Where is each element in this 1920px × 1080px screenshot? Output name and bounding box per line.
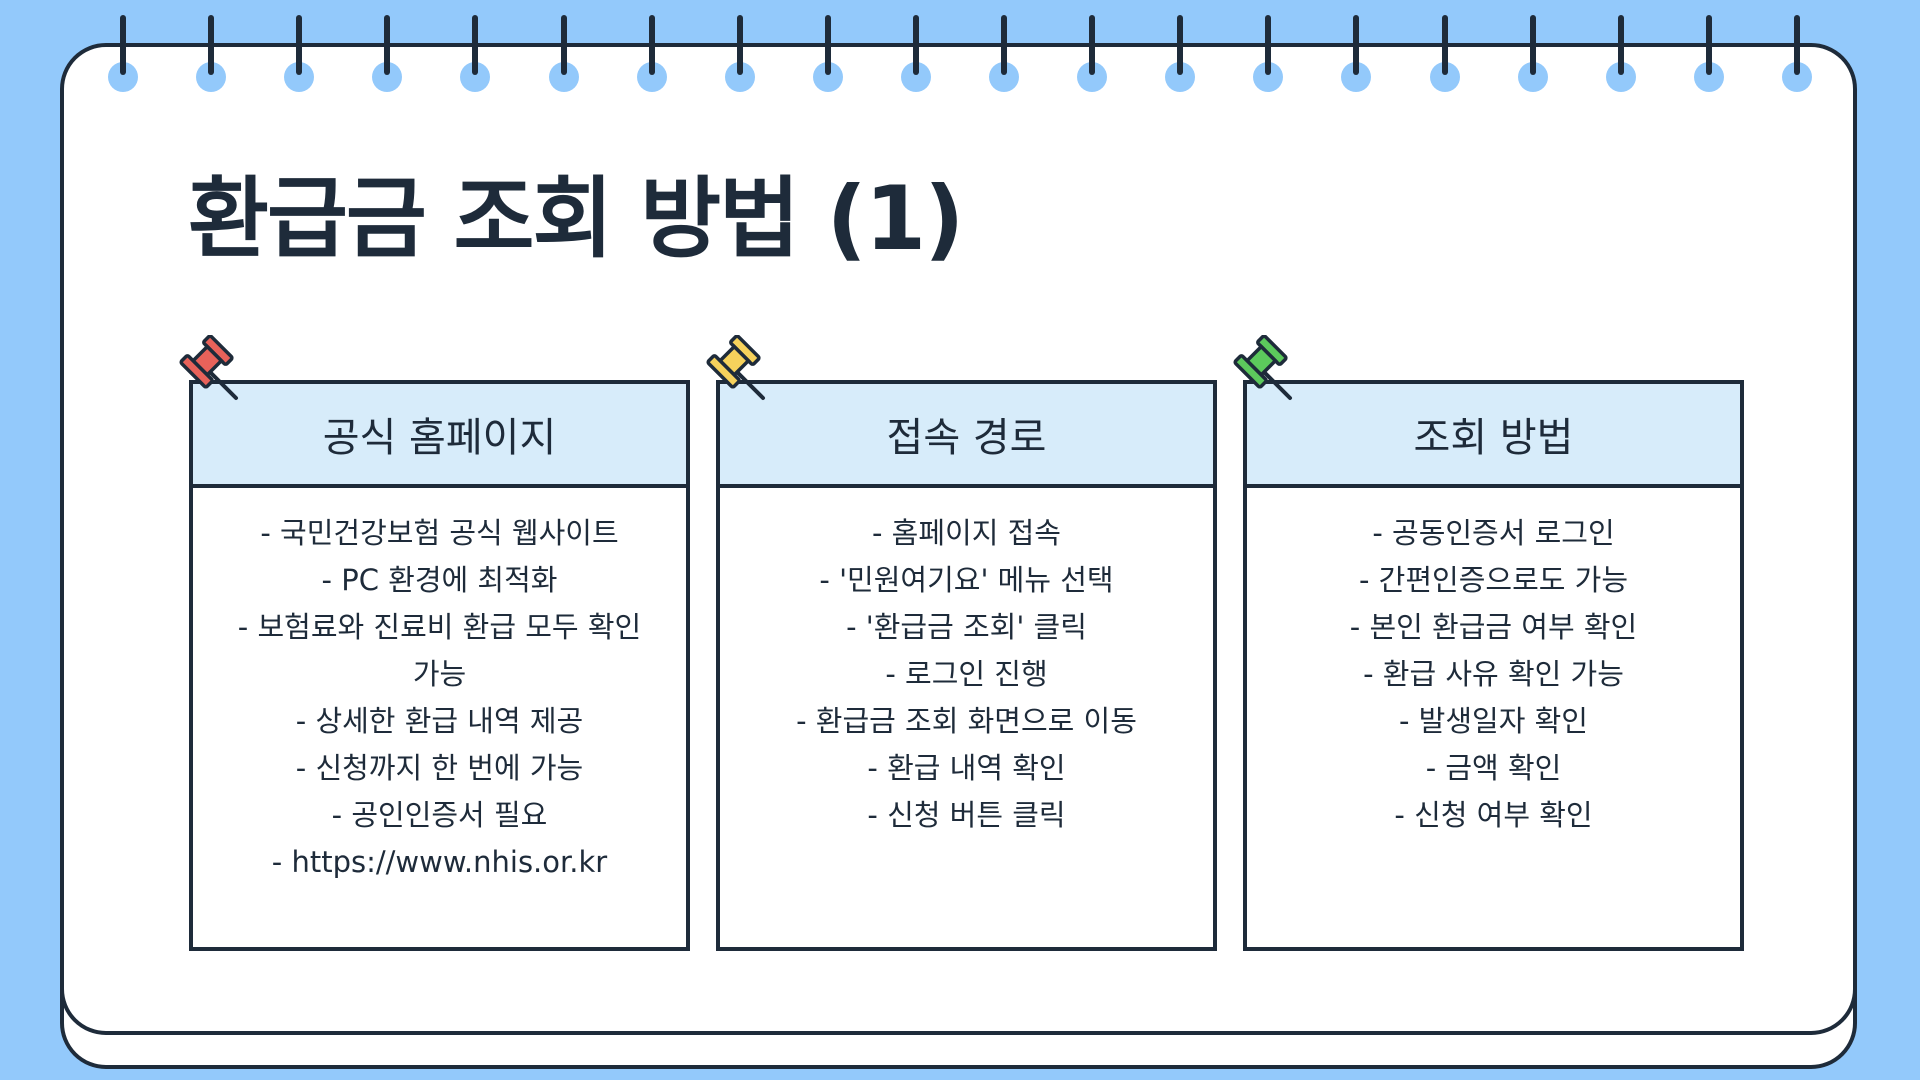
binding-wire [1089, 15, 1096, 75]
pushpin-green-icon [1233, 335, 1292, 400]
card-access-route: 접속 경로 - 홈페이지 접속 - '민원여기요' 메뉴 선택 - '환급금 조… [716, 380, 1217, 951]
list-item: - 환급 사유 확인 가능 [1363, 657, 1624, 691]
spiral-ring [1781, 15, 1813, 95]
binding-wire [1441, 15, 1448, 75]
spiral-ring [900, 15, 932, 95]
list-item: - 신청 여부 확인 [1394, 798, 1593, 832]
list-item: - 금액 확인 [1425, 751, 1562, 785]
spiral-ring [812, 15, 844, 95]
spiral-ring [107, 15, 139, 95]
list-item: - '민원여기요' 메뉴 선택 [819, 563, 1114, 597]
list-item: - '환급금 조회' 클릭 [846, 610, 1087, 644]
list-item: - 환급 내역 확인 [867, 751, 1066, 785]
card-body: - 공동인증서 로그인 - 간편인증으로도 가능 - 본인 환급금 여부 확인 … [1247, 488, 1740, 839]
list-item: - 국민건강보험 공식 웹사이트 [260, 516, 619, 550]
list-item: - https://www.nhis.or.kr [271, 845, 608, 879]
spiral-ring [548, 15, 580, 95]
spiral-ring [283, 15, 315, 95]
spiral-ring [1164, 15, 1196, 95]
list-item: - PC 환경에 최적화 [321, 563, 558, 597]
list-item: 가능 [412, 657, 467, 691]
card-heading: 공식 홈페이지 [193, 384, 686, 488]
binding-wire [120, 15, 126, 75]
binding-wire [912, 15, 919, 75]
binding-wire [1177, 15, 1184, 75]
spiral-ring [1605, 15, 1637, 95]
binding-wire [736, 15, 743, 75]
list-item: - 공인인증서 필요 [331, 798, 548, 832]
list-item: - 간편인증으로도 가능 [1358, 563, 1629, 597]
spiral-ring [636, 15, 668, 95]
pushpin-yellow-icon [706, 335, 765, 400]
binding-wire [824, 15, 831, 75]
binding-wire [1617, 15, 1624, 75]
binding-wire [472, 15, 479, 75]
list-item: - 신청 버튼 클릭 [867, 798, 1066, 832]
spiral-ring [1252, 15, 1284, 95]
binding-wire [208, 15, 215, 75]
binding-wire [1001, 15, 1007, 75]
list-item: - 홈페이지 접속 [872, 516, 1061, 550]
spiral-ring [724, 15, 756, 95]
binding-wire [296, 15, 303, 75]
card-official-homepage: 공식 홈페이지 - 국민건강보험 공식 웹사이트 - PC 환경에 최적화 - … [189, 380, 690, 951]
list-item: - 신청까지 한 번에 가능 [295, 751, 584, 785]
spiral-ring [1429, 15, 1461, 95]
spiral-ring [371, 15, 403, 95]
binding-wire [1353, 15, 1360, 75]
card-heading: 조회 방법 [1247, 384, 1740, 488]
list-item: - 공동인증서 로그인 [1372, 516, 1615, 550]
binding-wire [1705, 15, 1712, 75]
binding-wire [1529, 15, 1536, 75]
binding-wire [648, 15, 655, 75]
binding-wire [1793, 15, 1800, 75]
list-item: - 로그인 진행 [885, 657, 1048, 691]
spiral-ring [1076, 15, 1108, 95]
card-lookup-method: 조회 방법 - 공동인증서 로그인 - 간편인증으로도 가능 - 본인 환급금 … [1243, 380, 1744, 951]
spiral-ring [1340, 15, 1372, 95]
spiral-ring [1693, 15, 1725, 95]
list-item: - 발생일자 확인 [1399, 704, 1588, 738]
card-body: - 국민건강보험 공식 웹사이트 - PC 환경에 최적화 - 보험료와 진료비… [193, 488, 686, 886]
list-item: - 환급금 조회 화면으로 이동 [796, 704, 1137, 738]
spiral-ring [1517, 15, 1549, 95]
list-item: - 상세한 환급 내역 제공 [295, 704, 584, 738]
pushpin-red-icon [179, 335, 238, 400]
spiral-ring [459, 15, 491, 95]
list-item: - 보험료와 진료비 환급 모두 확인 [237, 610, 642, 644]
card-body: - 홈페이지 접속 - '민원여기요' 메뉴 선택 - '환급금 조회' 클릭 … [720, 488, 1213, 839]
binding-wire [1265, 15, 1272, 75]
list-item: - 본인 환급금 여부 확인 [1349, 610, 1638, 644]
spiral-ring [195, 15, 227, 95]
binding-wire [384, 15, 391, 75]
page-title: 환급금 조회 방법 (1) [188, 167, 964, 270]
binding-wire [560, 15, 567, 75]
card-heading: 접속 경로 [720, 384, 1213, 488]
spiral-ring [988, 15, 1020, 95]
